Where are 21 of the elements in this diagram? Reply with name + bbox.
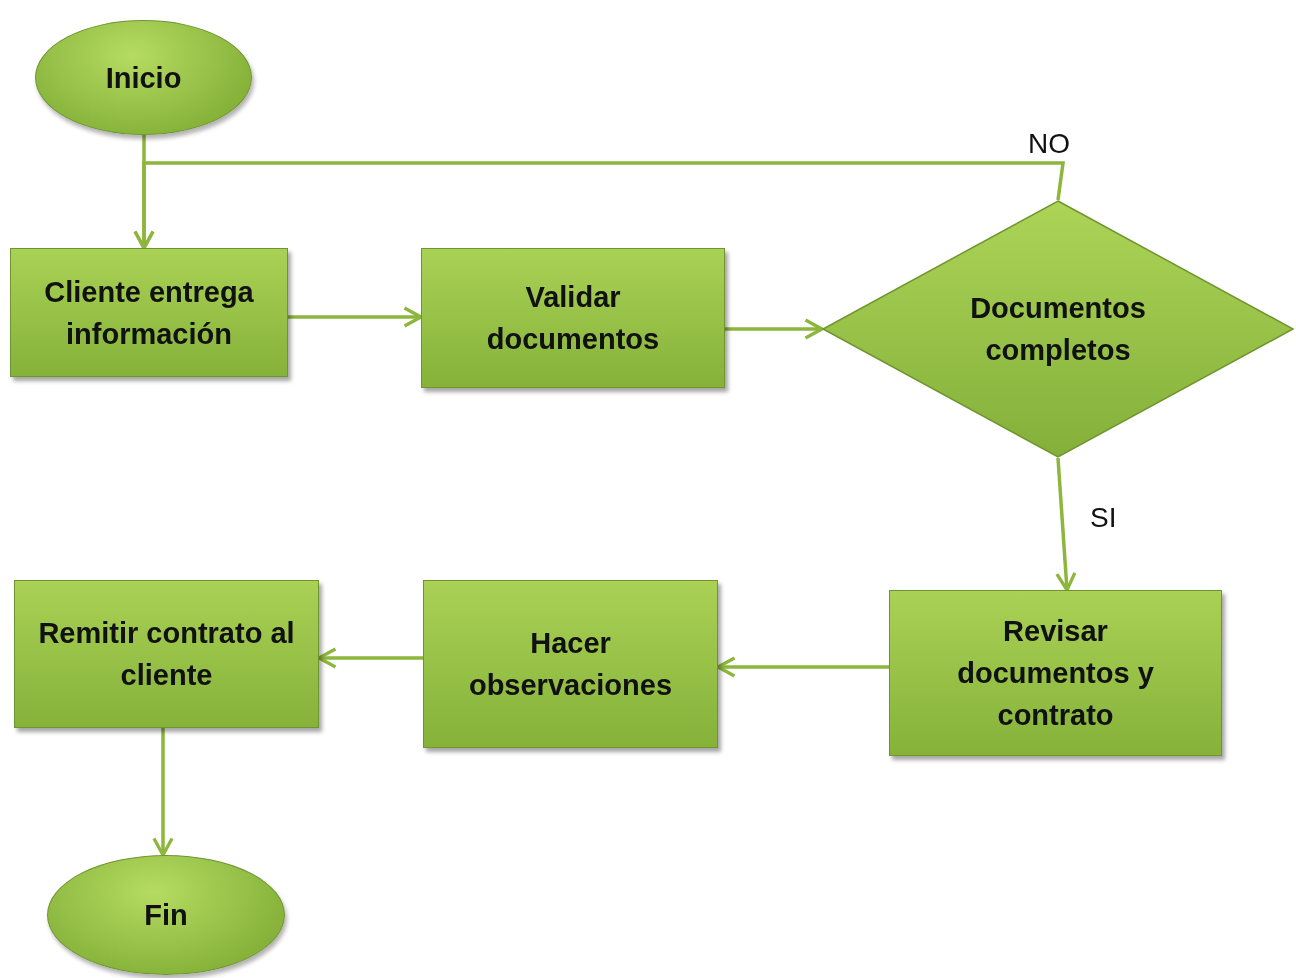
node-label: Remitir contrato al cliente <box>37 616 296 693</box>
arrow <box>288 306 423 328</box>
node-label: Cliente entrega información <box>43 274 255 352</box>
process-box <box>889 590 1222 756</box>
process-box <box>14 580 319 728</box>
arrow <box>725 318 824 340</box>
process-box <box>423 580 718 748</box>
arrow <box>317 647 423 669</box>
node-label: Hacer observaciones <box>467 626 674 703</box>
arrow <box>152 728 174 857</box>
arrow <box>1055 457 1077 592</box>
node-label: Documentos completos <box>969 291 1147 368</box>
node-label: Revisar documentos y contrato <box>956 614 1155 733</box>
arrow <box>716 656 889 678</box>
node-label: Inicio <box>104 60 183 96</box>
process-box <box>10 248 288 377</box>
decision-diamond <box>822 200 1294 458</box>
arrow <box>133 161 1065 250</box>
node-label: Validar documentos <box>485 280 661 357</box>
process-box <box>421 248 725 388</box>
node-label: Fin <box>143 898 189 933</box>
